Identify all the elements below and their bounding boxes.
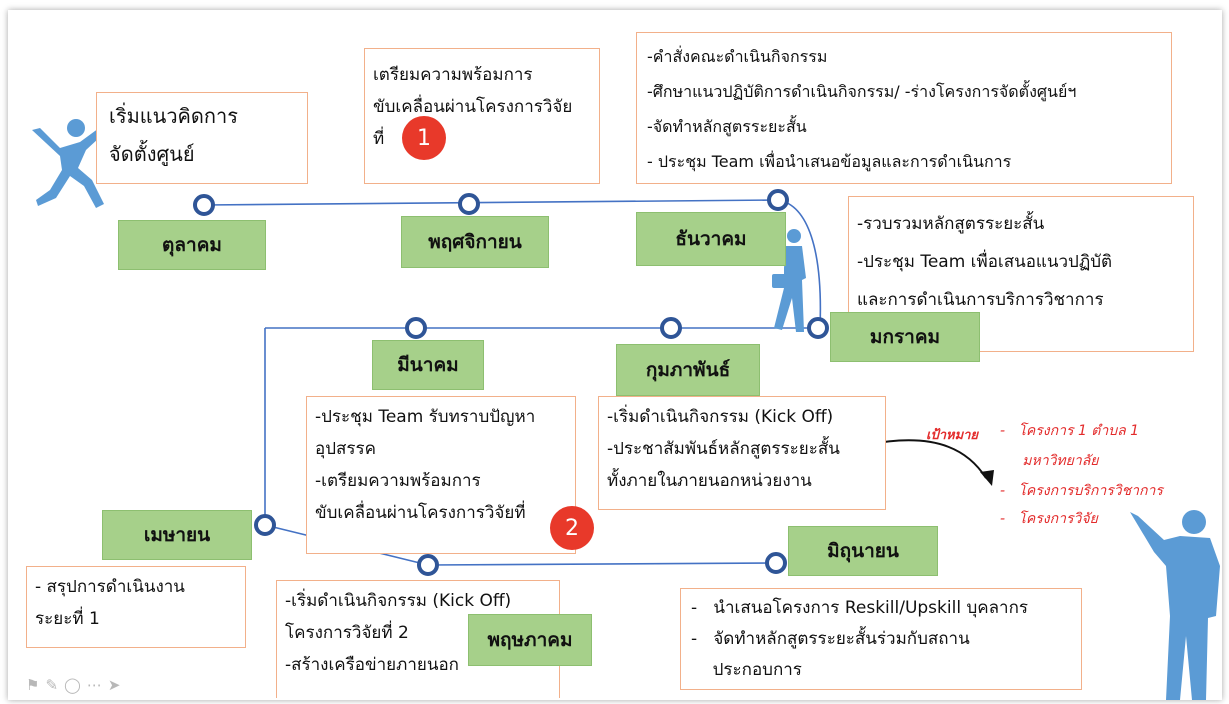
- month-may: พฤษภาคม: [468, 614, 592, 666]
- box-line: - สรุปการดำเนินงาน: [35, 577, 185, 597]
- timeline-slide: เริ่มแนวคิดการ จัดตั้งศูนย์ เตรียมความพร…: [8, 10, 1222, 700]
- goal-label: เป้าหมาย: [926, 428, 979, 443]
- pen-icon[interactable]: ✎: [45, 676, 59, 694]
- box-line: -เริ่มดำเนินกิจกรรม (Kick Off): [285, 591, 512, 611]
- box-line: -เริ่มดำเนินกิจกรรม (Kick Off): [607, 407, 834, 427]
- box-line: - นำเสนอโครงการ Reskill/Upskill บุคลากร: [691, 598, 1029, 618]
- goal-item: - โครงการบริการวิชาการ: [1000, 483, 1163, 499]
- node-mar: [405, 317, 427, 339]
- more-icon[interactable]: ⋯: [86, 676, 102, 694]
- node-jun: [765, 552, 787, 574]
- node-oct: [193, 194, 215, 216]
- phase-1-badge: 1: [402, 116, 446, 160]
- december-tasks-box: -คำสั่งคณะดำเนินกิจกรรม -ศึกษาแนวปฏิบัติ…: [636, 32, 1172, 184]
- node-feb: [660, 317, 682, 339]
- month-december: ธันวาคม: [636, 212, 786, 266]
- goal-item: - โครงการ 1 ตำบล 1: [1000, 423, 1140, 439]
- box-line: -เตรียมความพร้อมการ: [315, 471, 481, 491]
- box-line: -จัดทำหลักสูตรระยะสั้น: [647, 117, 807, 136]
- june-tasks-box: - นำเสนอโครงการ Reskill/Upskill บุคลากร …: [680, 588, 1082, 690]
- next-arrow-icon[interactable]: ➤: [107, 676, 121, 694]
- february-tasks-box: -เริ่มดำเนินกิจกรรม (Kick Off) -ประชาสัม…: [598, 396, 886, 510]
- box-line: ระยะที่ 1: [35, 609, 100, 629]
- start-concept-box: เริ่มแนวคิดการ จัดตั้งศูนย์: [96, 92, 308, 184]
- box-line: ที่: [373, 129, 385, 149]
- box-line: -ประชุม Team เพื่อเสนอแนวปฏิบัติ: [857, 252, 1113, 272]
- goal-item: - โครงการวิจัย: [1000, 511, 1098, 527]
- node-apr: [254, 514, 276, 536]
- box-line: ขับเคลื่อนผ่านโครงการวิจัยที่: [315, 503, 526, 523]
- month-october: ตุลาคม: [118, 220, 266, 270]
- month-january: มกราคม: [830, 312, 980, 362]
- chat-icon[interactable]: ◯: [64, 676, 81, 694]
- goal-item: มหาวิทยาลัย: [1000, 453, 1099, 469]
- box-line: เตรียมความพร้อมการ: [373, 65, 533, 85]
- prepare-phase1-box: เตรียมความพร้อมการ ขับเคลื่อนผ่านโครงการ…: [364, 48, 600, 184]
- box-line: และการดำเนินการบริการวิชาการ: [857, 290, 1104, 310]
- box-line: -สร้างเครือข่ายภายนอก: [285, 655, 459, 675]
- box-line: - ประชุม Team เพื่อนำเสนอข้อมูลและการดำเ…: [647, 152, 1012, 171]
- month-february: กุมภาพันธ์: [616, 344, 760, 396]
- walking-businessman-icon: [772, 229, 806, 332]
- box-line: จัดตั้งศูนย์: [109, 142, 195, 166]
- box-line: โครงการวิจัยที่ 2: [285, 623, 409, 643]
- box-line: ขับเคลื่อนผ่านโครงการวิจัย: [373, 97, 573, 117]
- curved-arrow-icon: [883, 439, 987, 479]
- box-line: -ศึกษาแนวปฏิบัติการดำเนินกิจกรรม/ -ร่างโ…: [647, 82, 1077, 101]
- running-person-icon: [32, 119, 112, 208]
- node-may: [417, 554, 439, 576]
- month-march: มีนาคม: [372, 340, 484, 390]
- box-line: -คำสั่งคณะดำเนินกิจกรรม: [647, 47, 828, 66]
- phase-2-badge: 2: [550, 506, 594, 550]
- march-tasks-box: -ประชุม Team รับทราบปัญหา อุปสรรค -เตรีย…: [306, 396, 576, 554]
- box-line: -ประชาสัมพันธ์หลักสูตรระยะสั้น: [607, 439, 840, 459]
- box-line: ทั้งภายในภายนอกหน่วยงาน: [607, 471, 812, 491]
- box-line: เริ่มแนวคิดการ: [109, 104, 239, 128]
- node-jan: [807, 317, 829, 339]
- month-november: พฤศจิกายน: [401, 216, 549, 268]
- box-line: - จัดทำหลักสูตรระยะสั้นร่วมกับสถาน: [691, 629, 970, 649]
- january-tasks-box: -รวบรวมหลักสูตรระยะสั้น -ประชุม Team เพื…: [848, 196, 1194, 352]
- may-tasks-box: -เริ่มดำเนินกิจกรรม (Kick Off) โครงการวิ…: [276, 580, 560, 698]
- box-line: ประกอบการ: [691, 660, 802, 680]
- april-tasks-box: - สรุปการดำเนินงาน ระยะที่ 1: [26, 566, 246, 648]
- node-dec: [767, 189, 789, 211]
- slideshow-toolbar: ⚑ ✎ ◯ ⋯ ➤: [26, 676, 120, 694]
- month-june: มิถุนายน: [788, 526, 938, 576]
- box-line: -รวบรวมหลักสูตรระยะสั้น: [857, 214, 1045, 234]
- node-nov: [458, 193, 480, 215]
- box-line: อุปสรรค: [315, 439, 377, 459]
- flag-icon[interactable]: ⚑: [26, 676, 40, 694]
- timeline-path: [193, 189, 994, 576]
- presenter-icon: [1130, 510, 1220, 700]
- month-april: เมษายน: [102, 510, 252, 560]
- box-line: -ประชุม Team รับทราบปัญหา: [315, 407, 536, 427]
